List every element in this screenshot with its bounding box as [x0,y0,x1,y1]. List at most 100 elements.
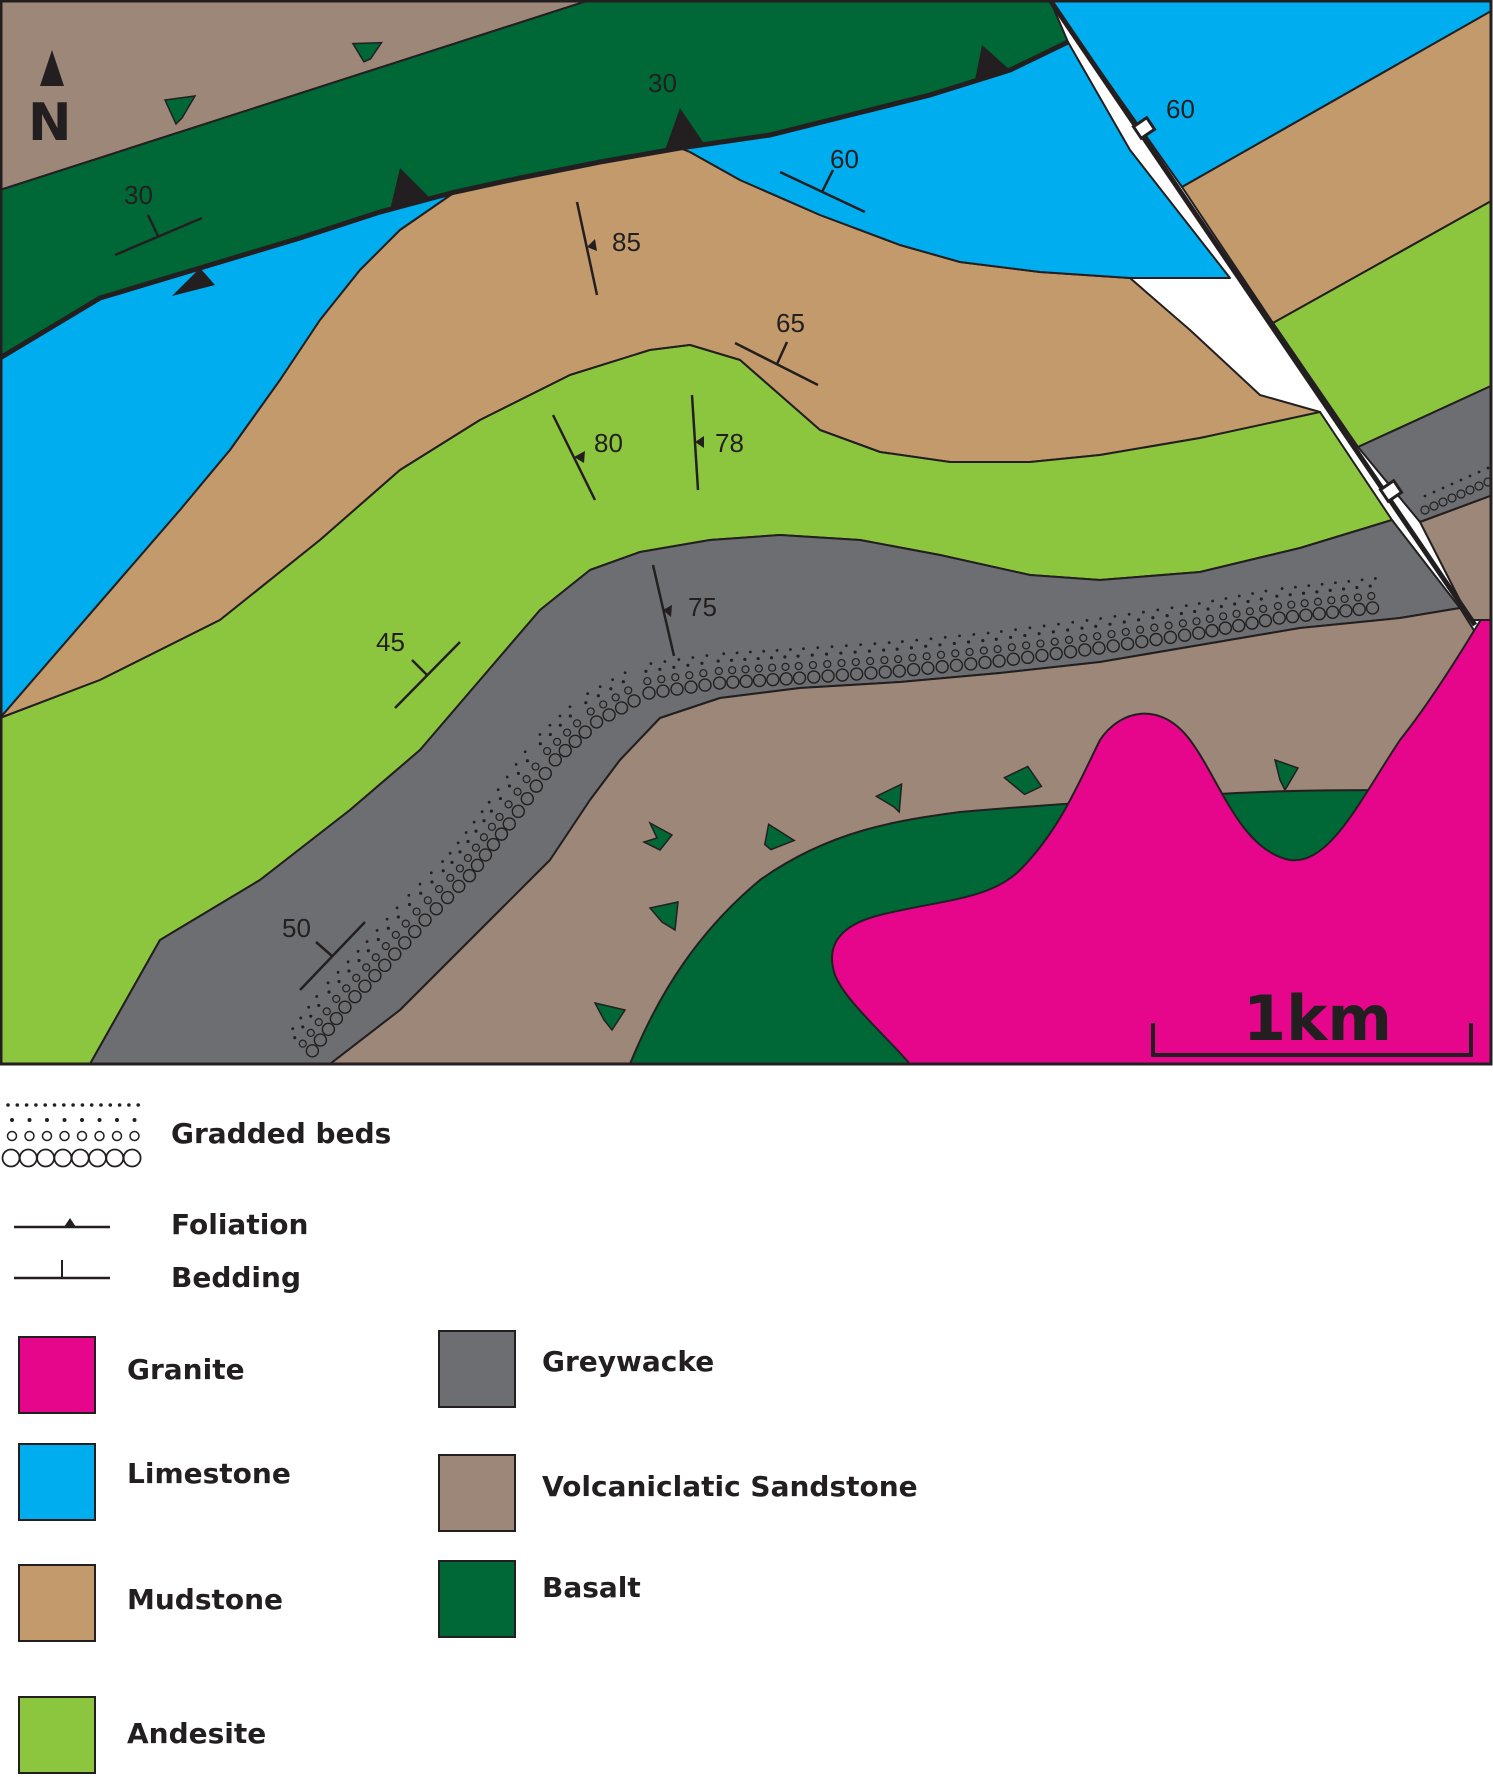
graded-dot [568,705,572,709]
graded-dot [24,1103,29,1107]
graded-clast [908,653,917,662]
graded-dot [691,656,695,659]
graded-clast [306,1028,315,1038]
greywacke-east-unit [1357,384,1491,523]
graded-clast [332,994,341,1003]
graded-dot [347,969,351,973]
graded-clast [752,673,767,688]
graded-clast [105,1148,125,1168]
graded-dot [489,809,494,813]
graded-clast [766,672,780,687]
graded-clast [470,858,485,873]
graded-dot [487,800,491,804]
graded-dot [568,714,572,718]
bedding-symbol [394,641,461,709]
graded-dot [839,651,843,655]
graded-dot [45,1118,49,1122]
graded-dot [1320,582,1324,586]
graded-dot [498,796,503,801]
graded-clast [1313,597,1323,606]
graded-dot [789,648,792,651]
graded-clast [418,913,432,927]
graded-clast [779,672,793,686]
graded-dot [999,630,1003,633]
graded-dot [418,882,422,886]
graded-clast [298,1039,307,1048]
graded-dot [317,1003,321,1008]
graded-clast [358,979,372,993]
graded-dot [480,810,484,814]
bedding-symbol [114,216,203,257]
graded-dot [716,659,720,663]
graded-clast [558,743,572,758]
graded-clast [504,800,513,809]
geologic-map: 30 30 60 60 85 65 80 78 75 45 50 N 1km [0,0,1493,1066]
graded-clast [401,919,410,928]
graded-dot [80,1118,84,1122]
graded-dot [1355,585,1359,590]
graded-dot [1294,585,1297,589]
graded-clast [398,936,412,950]
graded-clast [1093,632,1102,641]
graded-clast [423,896,432,905]
graded-dot [472,820,476,824]
graded-clast [586,707,595,716]
graded-dot [929,637,933,641]
graded-clast [614,701,629,715]
graded-dot [523,750,527,754]
graded-dot [430,880,434,884]
graded-clast [741,665,750,674]
clast-icon [1273,758,1300,792]
bedding-symbol [411,659,428,676]
graded-clast [1063,645,1078,659]
graded-clast [1064,635,1074,644]
graded-dot [346,960,350,964]
graded-clast [949,658,964,673]
graded-clast [1135,625,1145,634]
graded-dot [1288,593,1292,597]
graded-dot [326,981,330,985]
legend-label-basalt: Basalt [542,1571,641,1604]
clast-icon [1002,765,1043,796]
graded-clast [452,879,466,894]
graded-dot [1259,597,1263,601]
graded-clast [1178,619,1187,628]
dip-pennant [574,451,585,463]
graded-dot [735,651,739,655]
graded-clast [627,694,641,708]
graded-clast [849,667,864,681]
graded-dot [1432,490,1436,494]
graded-dot [127,1103,131,1107]
graded-dot [775,648,779,652]
graded-dot [1113,614,1117,618]
graded-clast [313,1033,328,1047]
bedding-label: 65 [776,308,805,338]
graded-dot [309,1014,313,1018]
graded-clast [1245,607,1254,616]
graded-dot [366,949,370,953]
graded-dot [538,742,542,746]
graded-dot [558,714,562,718]
graded-dot [1085,618,1089,622]
dip-pennant [695,436,704,448]
graded-clast [1120,637,1135,651]
graded-dot [62,1118,67,1122]
graded-clast [1429,501,1439,511]
graded-clast [894,654,903,664]
graded-dot [407,893,411,897]
graded-dot [89,1103,94,1107]
graded-clast [352,973,361,982]
graded-dot [1080,626,1084,630]
graded-clast [1218,621,1233,635]
graded-dot [10,1118,14,1122]
swatch-mudstone [18,1564,96,1642]
graded-clast [1258,613,1273,628]
graded-dot [672,665,676,669]
graded-dot [458,850,462,854]
bedding-symbol [734,341,819,387]
graded-dot [1179,611,1184,616]
graded-clast [463,853,473,863]
graded-clast [611,693,620,702]
andesite-east-unit [1272,199,1491,448]
graded-dot [769,656,774,660]
